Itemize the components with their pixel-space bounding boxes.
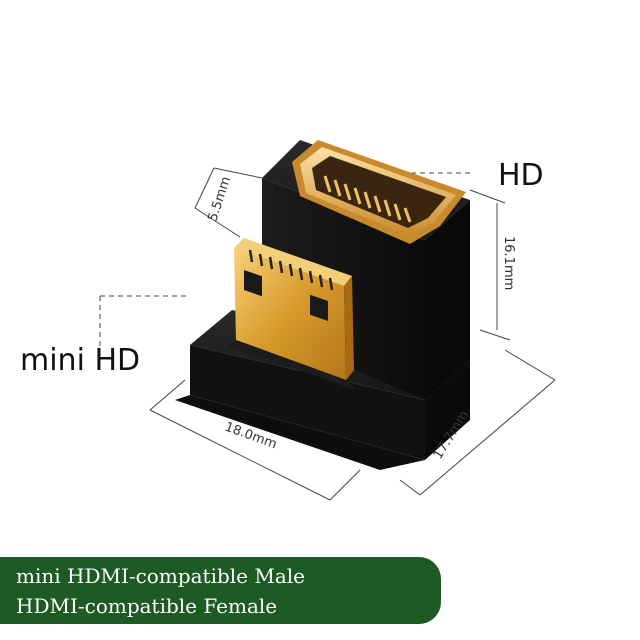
caption-line-female: HDMI-compatible Female bbox=[16, 594, 278, 618]
hdmi-female-port bbox=[292, 140, 466, 244]
width-dim-line bbox=[149, 409, 331, 501]
female-height-label: 16.1mm bbox=[501, 236, 516, 290]
depth-dim-line bbox=[419, 379, 556, 496]
pin-dim-line bbox=[194, 167, 215, 209]
hd-port-label: HD bbox=[498, 158, 544, 193]
pin-height-label: 5.5mm bbox=[206, 175, 234, 223]
dimension-lines bbox=[99, 167, 556, 501]
mini-hdmi-male-plug bbox=[228, 238, 356, 390]
caption-banner bbox=[0, 557, 441, 624]
caption-line-male: mini HDMI-compatible Male bbox=[16, 564, 306, 588]
mini-hd-port-label: mini HD bbox=[20, 343, 141, 378]
